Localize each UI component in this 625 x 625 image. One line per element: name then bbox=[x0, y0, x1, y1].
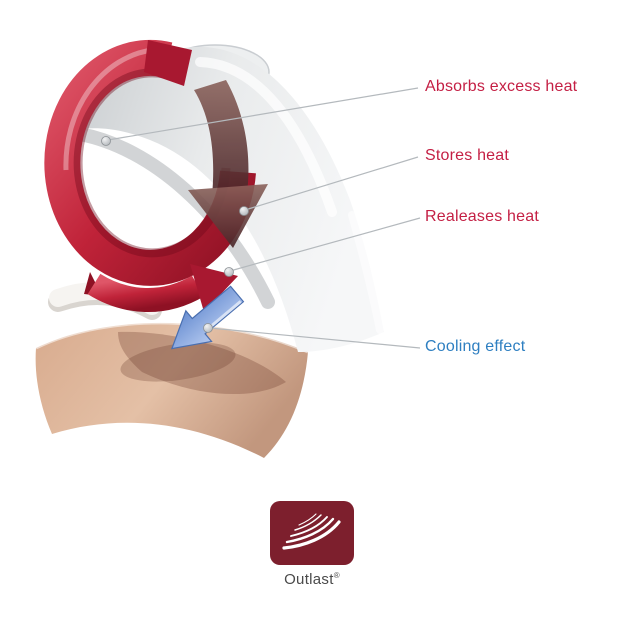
label-stores-heat: Stores heat bbox=[425, 147, 510, 164]
stores-anchor-dot bbox=[239, 206, 249, 216]
brand-name: Outlast bbox=[284, 571, 334, 588]
outlast-brand-text: Outlast® bbox=[284, 571, 340, 588]
thermal-regulation-illustration bbox=[35, 39, 421, 458]
cast-shadow bbox=[118, 331, 286, 395]
registered-mark: ® bbox=[333, 571, 340, 580]
stores-heat-arrow bbox=[188, 80, 268, 248]
skin-layer bbox=[35, 321, 309, 458]
cooling-anchor-dot bbox=[203, 323, 213, 333]
leader-lines bbox=[107, 87, 421, 349]
outlast-logo-mark bbox=[270, 501, 354, 565]
anchor-dots bbox=[101, 136, 249, 333]
label-releases-heat: Realeases heat bbox=[425, 208, 539, 225]
absorbs-anchor-dot bbox=[101, 136, 111, 146]
absorb-heat-ring-arrow bbox=[44, 39, 256, 286]
releases-anchor-dot bbox=[224, 267, 234, 277]
label-absorbs-excess-heat: Absorbs excess heat bbox=[425, 78, 578, 95]
releases-heat-arrow bbox=[84, 264, 238, 313]
wave-swoosh-icon bbox=[282, 513, 341, 550]
outlast-logo: Outlast® bbox=[262, 501, 362, 588]
fabric-sheet bbox=[62, 44, 384, 353]
label-cooling-effect: Cooling effect bbox=[425, 338, 526, 355]
